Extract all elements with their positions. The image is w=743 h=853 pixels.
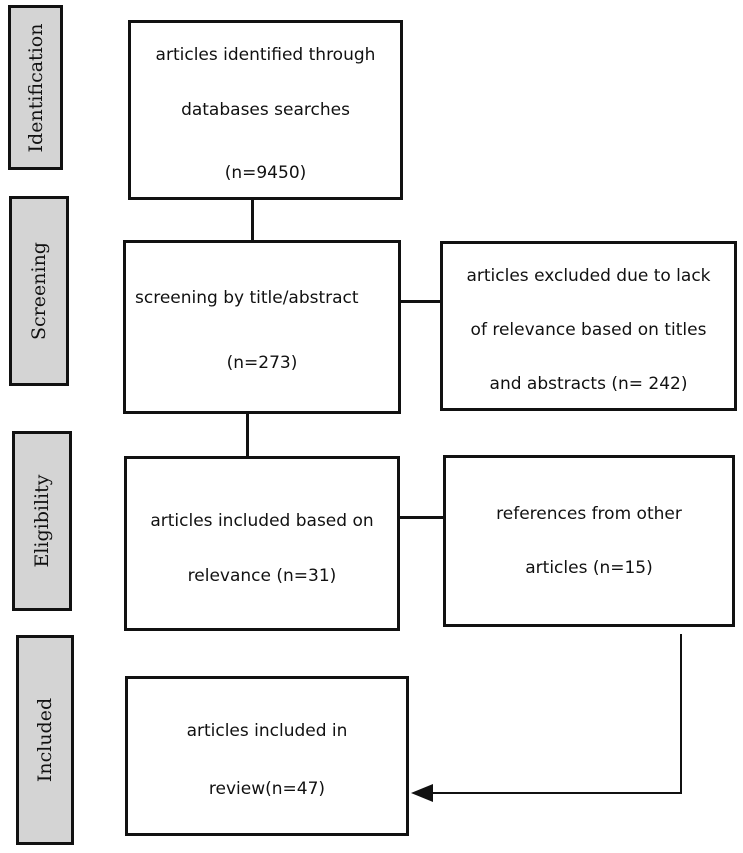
box-screened: screening by title/abstract (n=273) <box>123 240 401 414</box>
stage-eligibility-label: Eligibility <box>31 474 53 568</box>
stage-identification: Identification <box>8 5 63 170</box>
eligible-count: relevance (n=31) <box>187 566 337 586</box>
identified-line-2: databases searches <box>181 100 350 120</box>
excluded-line-2: of relevance based on titles <box>470 320 707 340</box>
identified-line-1: articles identified through <box>155 45 376 65</box>
excluded-line-3: and abstracts (n= 242) <box>489 374 688 394</box>
box-included: articles included in review(n=47) <box>125 676 409 836</box>
included-count: review(n=47) <box>208 779 326 799</box>
other-refs-count: articles (n=15) <box>525 558 653 578</box>
box-identified: articles identified through databases se… <box>128 20 403 200</box>
screened-line-1: screening by title/abstract <box>135 288 359 308</box>
box-eligible: articles included based on relevance (n=… <box>124 456 400 631</box>
connector-other-across <box>430 792 682 794</box>
screened-count: (n=273) <box>226 353 298 373</box>
other-refs-line-1: references from other <box>496 504 682 524</box>
eligible-line-1: articles included based on <box>150 511 374 531</box>
connector-screened-excluded <box>400 300 442 303</box>
stage-screening-label: Screening <box>28 242 50 340</box>
stage-included: Included <box>16 635 74 845</box>
connector-screened-eligible <box>246 413 249 458</box>
box-other-references: references from other articles (n=15) <box>443 455 735 627</box>
included-line-1: articles included in <box>186 721 348 741</box>
identified-count: (n=9450) <box>224 163 307 183</box>
connector-other-down <box>680 634 682 794</box>
connector-identified-screened <box>251 199 254 242</box>
arrowhead-icon <box>411 784 433 802</box>
excluded-line-1: articles excluded due to lack <box>466 266 711 286</box>
connector-eligible-other <box>399 516 445 519</box>
stage-included-label: Included <box>34 697 56 783</box>
box-excluded: articles excluded due to lack of relevan… <box>440 241 737 411</box>
stage-identification-label: Identification <box>24 23 47 152</box>
stage-screening: Screening <box>9 196 69 386</box>
stage-eligibility: Eligibility <box>12 431 72 611</box>
